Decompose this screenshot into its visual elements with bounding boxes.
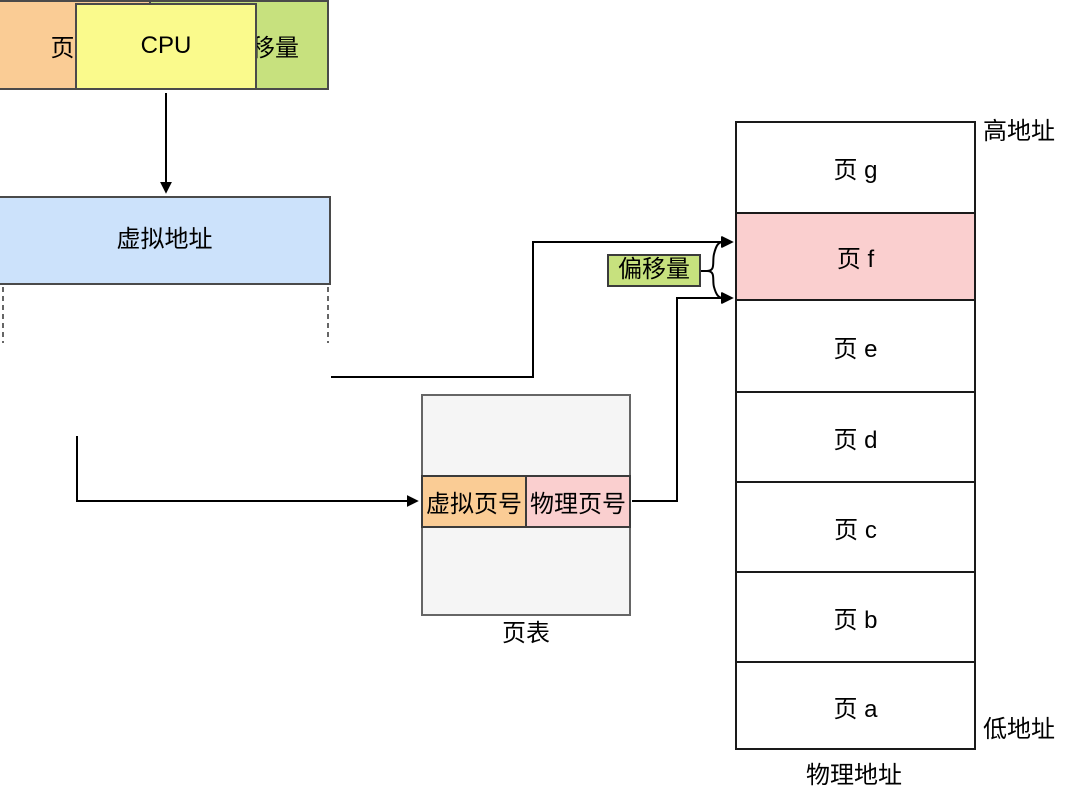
memory-page-row-f: 页 f — [737, 212, 974, 299]
virtual-page-number-label: 虚拟页号 — [426, 491, 522, 518]
memory-page-row-d: 页 d — [737, 391, 974, 481]
offset-brace-upper-arm — [706, 236, 734, 272]
memory-page-row-a: 页 a — [737, 661, 974, 748]
offset-brace-lower-arm — [706, 270, 734, 304]
memory-page-label: 页 f — [836, 246, 875, 273]
physical-address-label: 物理地址 — [806, 762, 902, 789]
page-table-entry-row: 虚拟页号 物理页号 — [421, 475, 631, 528]
memory-page-label: 页 c — [834, 516, 877, 544]
offset-label-box: 偏移量 — [607, 254, 701, 287]
memory-page-row-b: 页 b — [737, 571, 974, 661]
virtual-address-label: 虚拟地址 — [116, 226, 213, 254]
memory-page-label: 页 g — [833, 157, 878, 184]
cpu-box: CPU — [75, 3, 257, 90]
page-number-to-page-table-arrow — [76, 436, 419, 507]
virtual-address-box: 虚拟地址 — [0, 196, 331, 285]
cpu-label: CPU — [140, 32, 192, 60]
offset-label: 偏移量 — [618, 256, 690, 284]
memory-page-label: 页 a — [833, 696, 878, 723]
memory-page-row-g: 页 g — [737, 123, 974, 212]
page-table-caption: 页表 — [502, 620, 550, 647]
memory-page-row-e: 页 e — [737, 299, 974, 391]
physical-page-number-cell: 物理页号 — [525, 475, 631, 528]
memory-page-label: 页 d — [833, 426, 878, 454]
memory-page-row-c: 页 c — [737, 481, 974, 571]
high-address-label: 高地址 — [983, 118, 1055, 145]
physical-memory-column: 页 g 页 f 页 e 页 d 页 c 页 b 页 a — [735, 121, 976, 750]
memory-page-label: 页 e — [833, 335, 878, 363]
low-address-label: 低地址 — [983, 716, 1055, 743]
virtual-page-number-cell: 虚拟页号 — [421, 475, 527, 528]
memory-page-label: 页 b — [833, 606, 878, 634]
physical-page-number-label: 物理页号 — [530, 491, 626, 518]
physical-page-to-page-f-arrow — [632, 292, 733, 502]
